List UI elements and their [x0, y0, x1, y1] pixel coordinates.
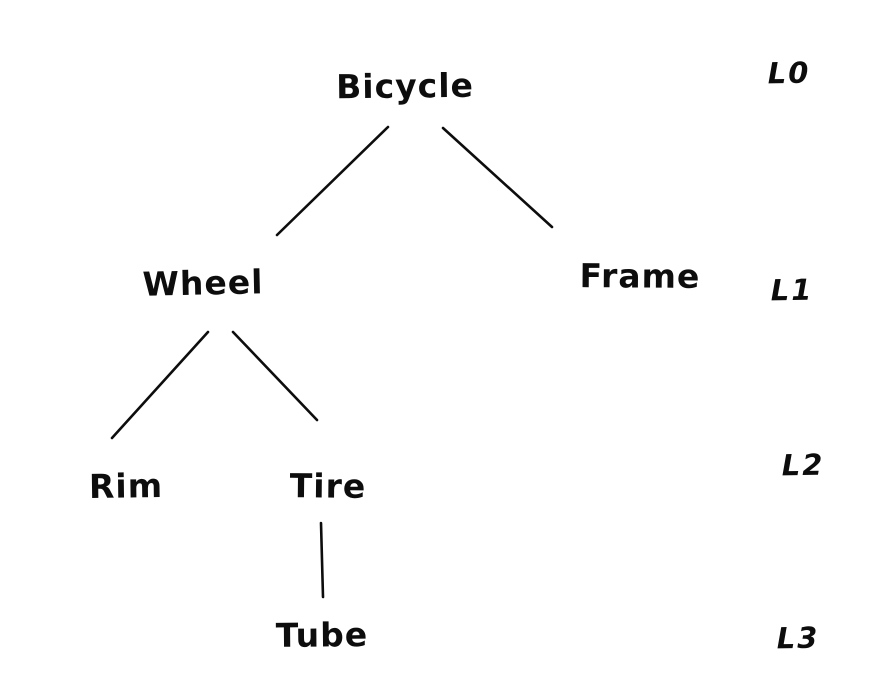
edge-tire-tube — [319, 521, 325, 599]
node-rim: Rim — [88, 465, 164, 507]
level-label-l2: L2 — [781, 447, 825, 483]
edge-bicycle-frame — [441, 126, 554, 229]
node-tire: Tire — [289, 466, 367, 506]
edge-wheel-rim — [110, 330, 210, 440]
level-label-l1: L1 — [770, 272, 814, 308]
level-label-l3: L3 — [776, 620, 820, 656]
node-bicycle: Bicycle — [335, 65, 475, 107]
node-wheel: Wheel — [142, 262, 264, 304]
level-label-l0: L0 — [767, 55, 811, 91]
node-frame: Frame — [579, 256, 701, 296]
edge-bicycle-wheel — [275, 125, 390, 237]
edge-wheel-tire — [231, 330, 319, 422]
node-tube: Tube — [275, 615, 369, 655]
